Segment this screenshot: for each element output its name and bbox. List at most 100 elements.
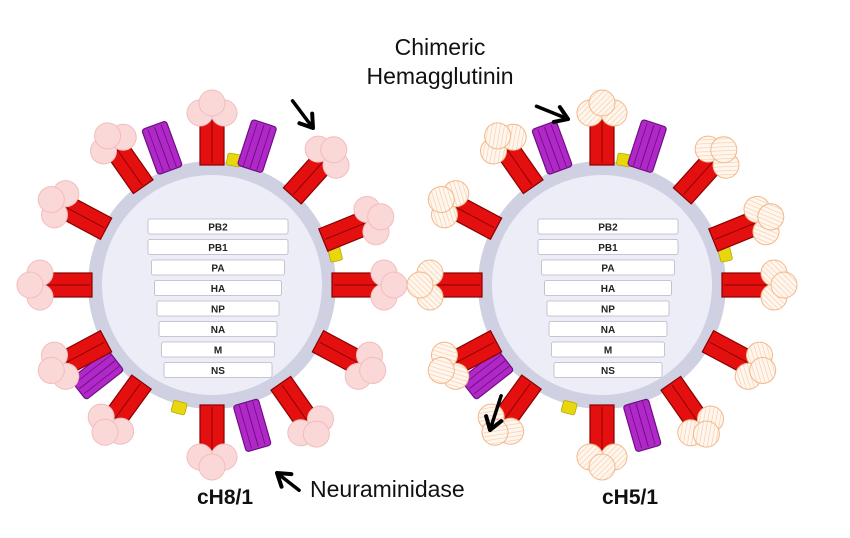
virus-label: cH5/1 <box>602 486 658 509</box>
rna-segment: PA <box>541 259 675 276</box>
ha-head <box>94 122 122 150</box>
hemagglutinin <box>477 374 543 446</box>
rna-segment-label: NS <box>601 366 615 377</box>
rna-segment: NS <box>553 362 663 378</box>
ha-head <box>91 418 119 446</box>
hemagglutinin <box>16 259 93 311</box>
rna-segment: PB2 <box>147 218 289 235</box>
hemagglutinin <box>672 135 740 205</box>
rna-segment: PB2 <box>537 218 679 235</box>
rna-segment-label: PB1 <box>598 243 618 254</box>
rna-segment-label: PA <box>211 264 224 275</box>
neuraminidase <box>141 121 183 175</box>
rna-segment: M <box>551 341 665 358</box>
hemagglutinin <box>660 375 724 448</box>
arrow-to-neuraminidase-right <box>484 394 504 432</box>
rna-segment: NA <box>548 321 668 337</box>
virus-label: cH8/1 <box>197 486 253 509</box>
hemagglutinin <box>87 374 153 446</box>
rna-segment: NS <box>163 362 273 378</box>
chimeric-hemagglutinin-label-line1: Chimeric <box>395 34 486 60</box>
hemagglutinin <box>37 180 113 241</box>
rna-segment: PB1 <box>537 239 679 255</box>
rna-segment: NP <box>546 300 670 317</box>
hemagglutinin <box>480 122 544 195</box>
ha-head <box>198 453 226 481</box>
ha-head <box>427 356 455 384</box>
hemagglutinin <box>282 135 350 205</box>
neuraminidase-label: Neuraminidase <box>310 476 465 502</box>
ha-head <box>692 420 720 448</box>
hemagglutinin <box>270 375 334 448</box>
hemagglutinin <box>90 122 154 195</box>
ha-head <box>198 89 226 117</box>
hemagglutinin <box>406 259 483 311</box>
chimeric-hemagglutinin-label-line2: Hemagglutinin <box>366 63 513 89</box>
rna-segment-label: PB2 <box>208 223 228 234</box>
rna-segment-label: NA <box>601 325 615 336</box>
hemagglutinin <box>427 180 503 241</box>
arrow-to-neuraminidase-left <box>275 471 301 492</box>
ha-head <box>770 271 798 299</box>
rna-segment: NP <box>156 300 280 317</box>
hemagglutinin <box>576 404 628 481</box>
ha-head <box>302 420 330 448</box>
hemagglutinin <box>721 259 798 311</box>
ha-head <box>588 453 616 481</box>
ha-head <box>380 271 408 299</box>
arrow-to-hemagglutinin-left <box>290 99 315 130</box>
ha-head <box>320 136 348 164</box>
rna-segment-label: PA <box>601 264 614 275</box>
hemagglutinin <box>186 404 238 481</box>
ha-head <box>427 186 455 214</box>
rna-segment-label: HA <box>601 284 615 295</box>
hemagglutinin <box>707 195 785 252</box>
m2-channel <box>560 400 578 416</box>
ha-head <box>37 356 65 384</box>
ha-head <box>749 356 777 384</box>
rna-segment-label: NP <box>211 305 225 316</box>
rna-segment: M <box>161 341 275 358</box>
neuraminidase <box>627 119 667 173</box>
rna-segment-label: HA <box>211 284 225 295</box>
rna-segment: PA <box>151 259 285 276</box>
hemagglutinin <box>311 329 387 390</box>
hemagglutinin <box>701 329 777 390</box>
ha-head <box>16 271 44 299</box>
rna-segment: HA <box>154 280 282 296</box>
ha-head <box>484 122 512 150</box>
ha-head <box>757 203 785 231</box>
rna-segment-label: NP <box>601 305 615 316</box>
ha-head <box>710 136 738 164</box>
hemagglutinin <box>37 329 113 390</box>
hemagglutinin <box>331 259 408 311</box>
rna-segment-label: NS <box>211 366 225 377</box>
hemagglutinin <box>427 329 503 390</box>
ha-head <box>406 271 434 299</box>
m2-channel <box>170 400 188 416</box>
rna-segment: NA <box>158 321 278 337</box>
hemagglutinin <box>317 195 395 252</box>
ha-head <box>367 203 395 231</box>
neuraminidase <box>531 121 573 175</box>
ha-head <box>588 89 616 117</box>
neuraminidase <box>623 398 662 452</box>
arrow-to-hemagglutinin-right <box>534 104 570 124</box>
hemagglutinin <box>576 89 628 166</box>
rna-segment: PB1 <box>147 239 289 255</box>
rna-segment-label: PB2 <box>598 223 618 234</box>
hemagglutinin <box>186 89 238 166</box>
rna-segment-label: NA <box>211 325 225 336</box>
ha-head <box>37 186 65 214</box>
rna-segment-label: M <box>604 346 612 357</box>
neuraminidase <box>233 398 272 452</box>
rna-segment-label: M <box>214 346 222 357</box>
neuraminidase <box>460 350 514 400</box>
rna-segment-label: PB1 <box>208 243 228 254</box>
rna-segment: HA <box>544 280 672 296</box>
ha-head <box>359 356 387 384</box>
